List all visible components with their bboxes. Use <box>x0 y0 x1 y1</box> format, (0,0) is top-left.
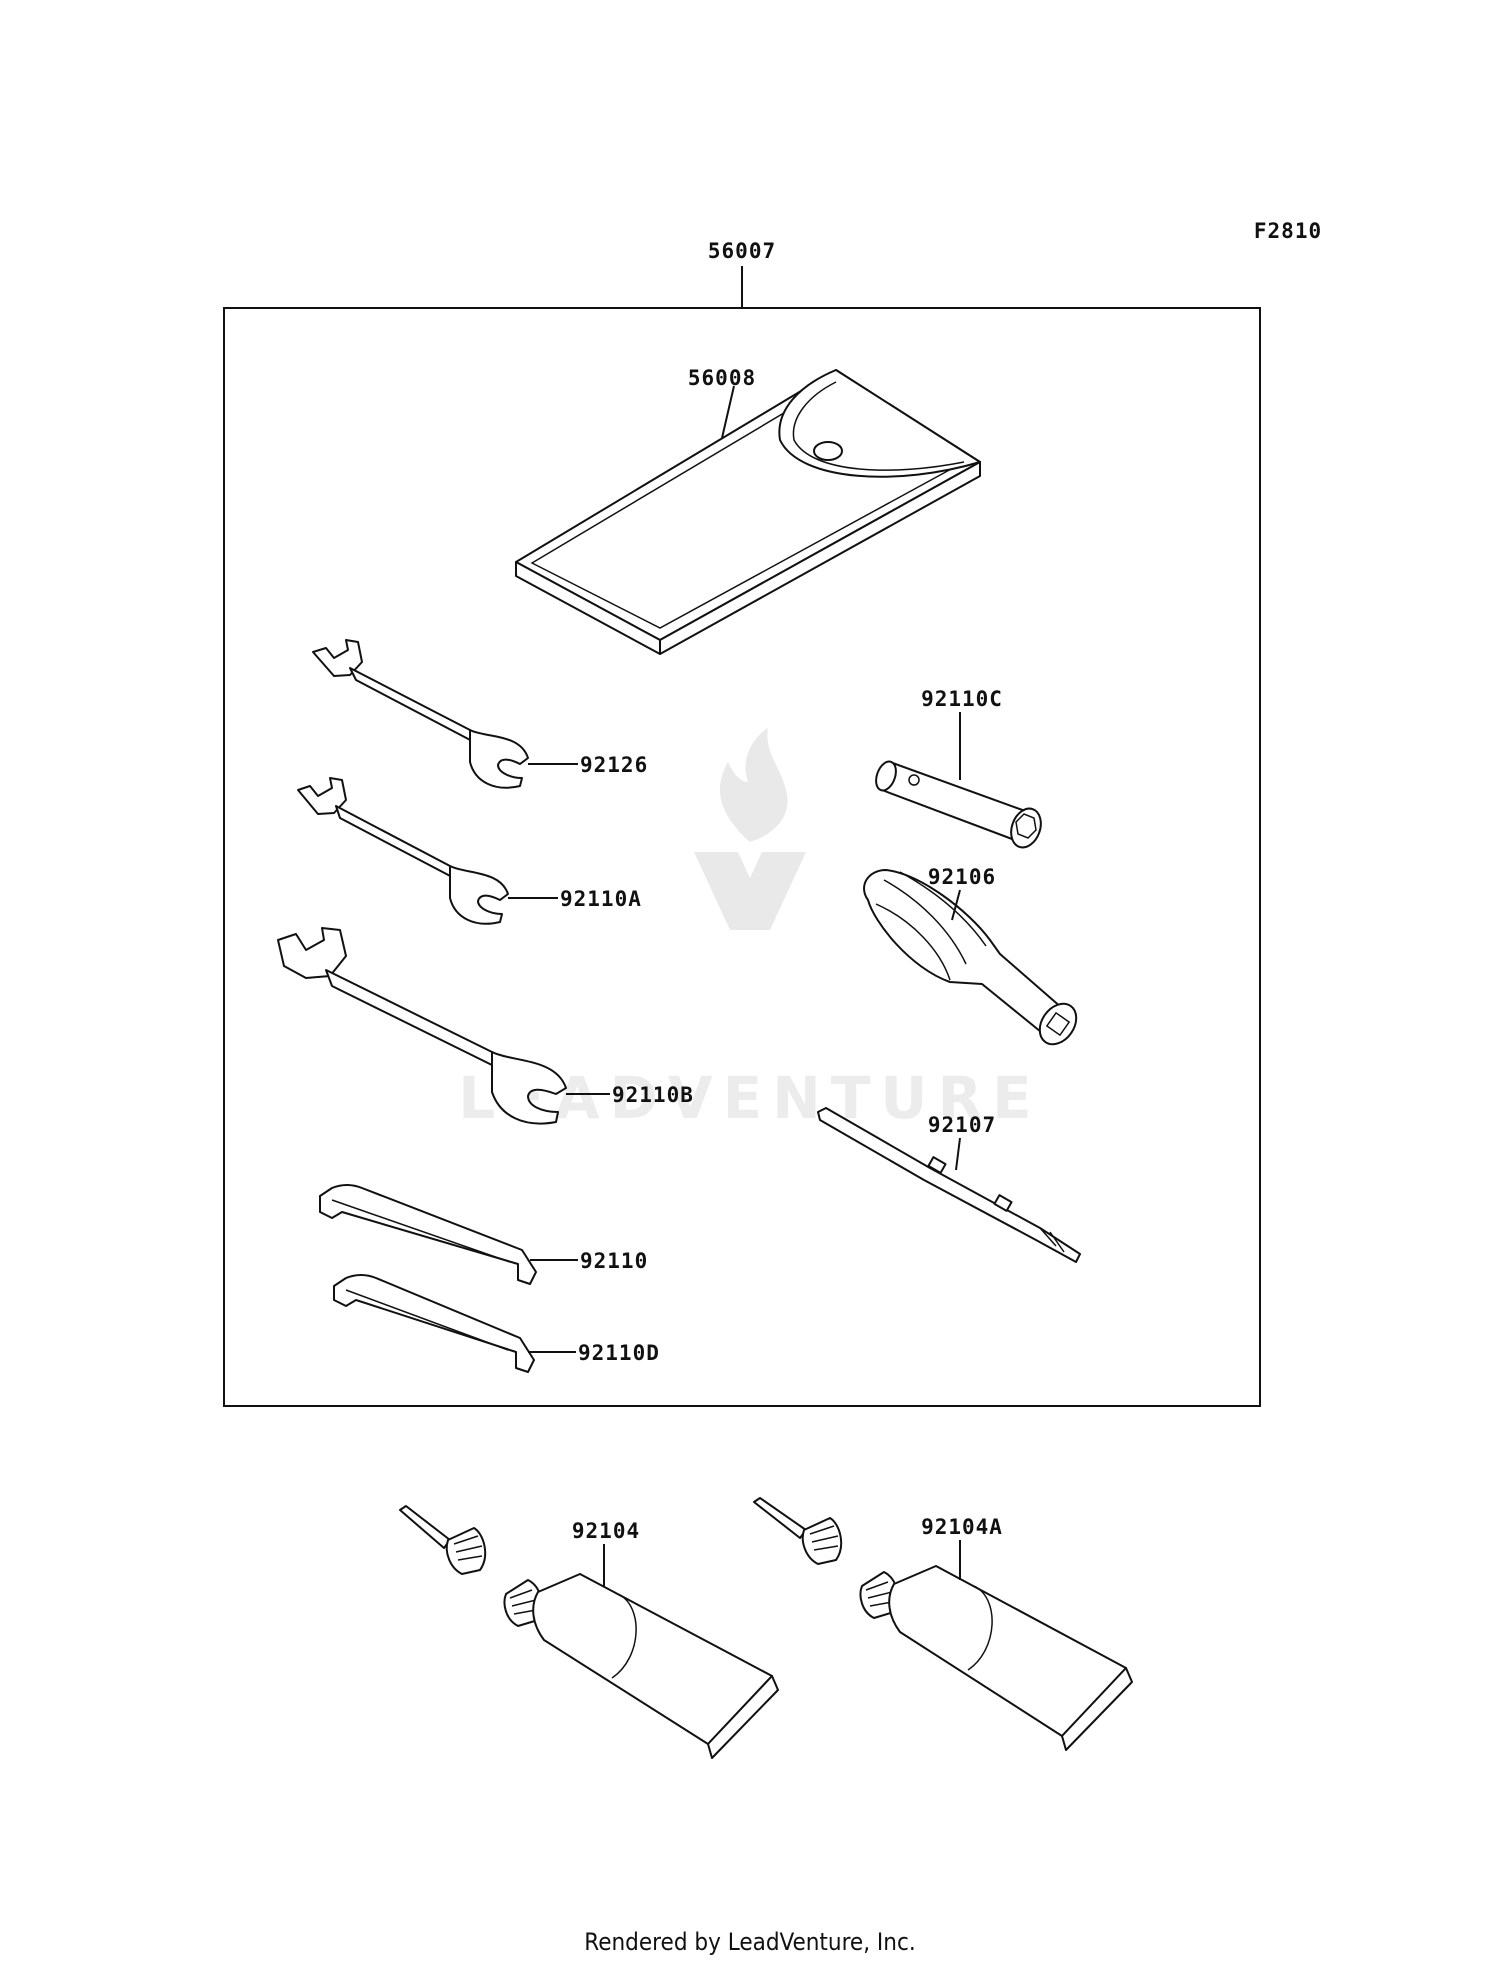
hex-key-92110-drawing <box>319 1184 537 1285</box>
screwdriver-leader <box>955 1137 961 1171</box>
plug-wrench-label: 92110C <box>921 687 1003 711</box>
wrench-92110B-drawing <box>277 927 567 1125</box>
hex-key-92110D-drawing <box>333 1274 535 1373</box>
tool-pouch-drawing <box>515 369 981 655</box>
tube-92104A-label: 92104A <box>921 1515 1003 1539</box>
diagram-code: F2810 <box>1254 219 1322 243</box>
footer-credit: Rendered by LeadVenture, Inc. <box>584 1928 916 1956</box>
tube-92104-drawing <box>399 1505 779 1759</box>
hex-key-92110D-label: 92110D <box>578 1341 660 1365</box>
wrench-92126-drawing <box>312 639 529 789</box>
pouch-leader <box>721 385 735 439</box>
tube-92104A-drawing <box>753 1497 1133 1751</box>
tool-kit-frame <box>223 307 1261 1407</box>
pouch-label: 56008 <box>688 366 756 390</box>
handle-leader <box>951 889 961 921</box>
tube-92104-label: 92104 <box>572 1519 640 1543</box>
assembly-label: 56007 <box>708 239 776 263</box>
wrench-92110B-label: 92110B <box>612 1083 694 1107</box>
screwdriver-drawing <box>817 1107 1081 1263</box>
plug-wrench-drawing <box>875 760 1042 849</box>
handle-drawing <box>863 869 1078 1046</box>
wrench-92126-label: 92126 <box>580 753 648 777</box>
screwdriver-label: 92107 <box>928 1113 996 1137</box>
wrench-92110A-label: 92110A <box>560 887 642 911</box>
wrench-92110A-drawing <box>297 777 509 925</box>
hex-key-92110-label: 92110 <box>580 1249 648 1273</box>
handle-label: 92106 <box>928 865 996 889</box>
